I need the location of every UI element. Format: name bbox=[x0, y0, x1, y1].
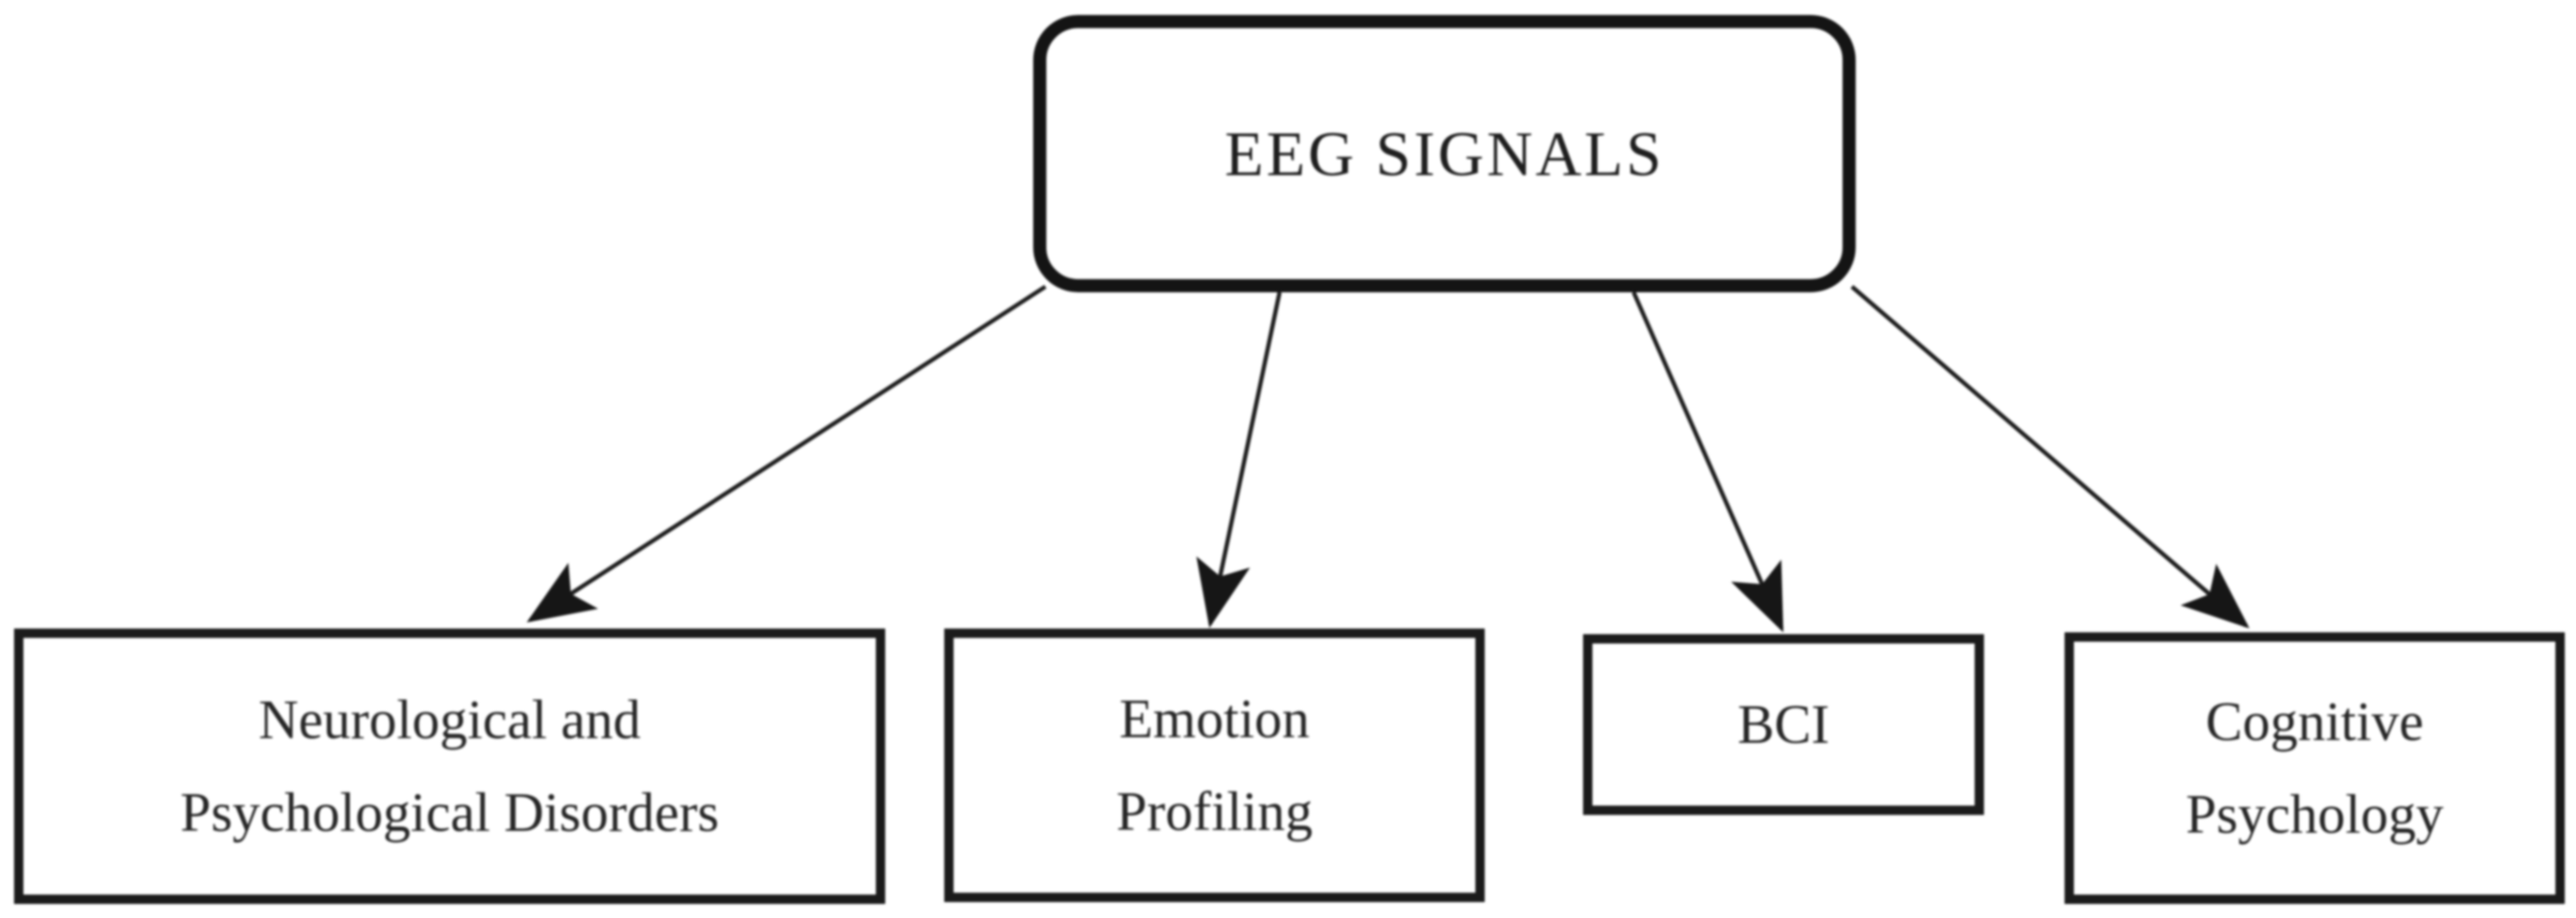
node-cognitive-psychology: Cognitive Psychology bbox=[2065, 632, 2565, 904]
arrow-root-to-neurological-disorders bbox=[526, 285, 1047, 623]
node-emotion-profiling-label: Emotion Profiling bbox=[1116, 687, 1313, 842]
node-emotion-profiling: Emotion Profiling bbox=[944, 629, 1485, 902]
node-bci: BCI bbox=[1583, 634, 1984, 815]
node-bci-label: BCI bbox=[1737, 692, 1830, 755]
arrow-root-to-cognitive-psychology bbox=[1850, 285, 2250, 629]
arrow-root-to-emotion-profiling bbox=[1196, 291, 1282, 629]
node-neurological-psychological-disorders-label: Neurological and Psychological Disorders bbox=[180, 688, 719, 843]
node-eeg-signals: EEG SIGNALS bbox=[1033, 15, 1856, 292]
arrow-root-to-bci bbox=[1631, 291, 1784, 633]
node-cognitive-psychology-label: Cognitive Psychology bbox=[2185, 689, 2444, 845]
node-eeg-signals-label: EEG SIGNALS bbox=[1224, 117, 1665, 189]
node-neurological-psychological-disorders: Neurological and Psychological Disorders bbox=[14, 629, 885, 904]
